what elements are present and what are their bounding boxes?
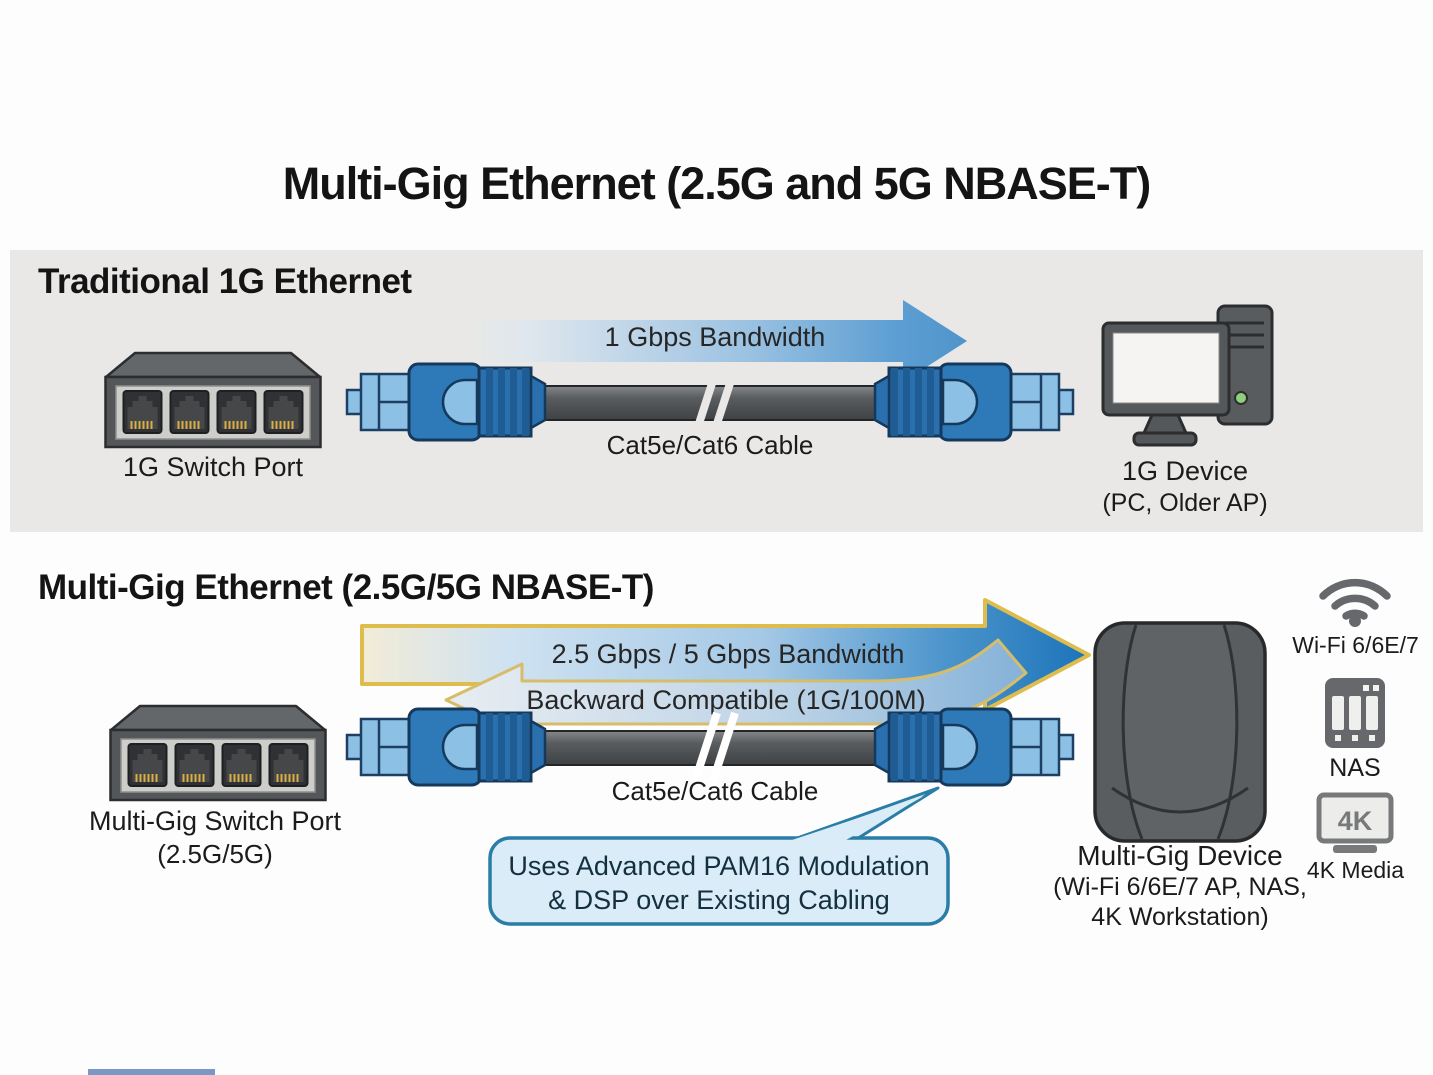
multigig-device-illustration: [1093, 621, 1267, 843]
device-1g-sublabel: (PC, Older AP): [1102, 489, 1268, 517]
multigig-device-label: Multi-Gig Device: [1077, 840, 1283, 871]
callout-line1: Uses Advanced PAM16 Modulation: [508, 851, 929, 881]
bandwidth-arrow-1g: 1 Gbps Bandwidth: [468, 300, 967, 382]
cable-multigig-label: Cat5e/Cat6 Cable: [611, 776, 819, 806]
rj45-connector-right: [873, 362, 1075, 442]
switch-multigig-sublabel: (2.5G/5G): [157, 839, 273, 869]
pam16-callout: Uses Advanced PAM16 Modulation & DSP ove…: [488, 786, 950, 926]
wifi-label: Wi-Fi 6/6E/7: [1292, 632, 1419, 658]
forward-arrow-label: 2.5 Gbps / 5 Gbps Bandwidth: [552, 639, 905, 669]
cable-1g-label: Cat5e/Cat6 Cable: [606, 430, 814, 460]
rj45-connector-left: [345, 362, 547, 442]
multigig-device-sublabel-1: (Wi-Fi 6/6E/7 AP, NAS,: [1053, 873, 1307, 901]
nas-label: NAS: [1329, 754, 1381, 782]
bandwidth-arrow-1g-label: 1 Gbps Bandwidth: [605, 322, 826, 352]
switch-1g-label: 1G Switch Port: [122, 452, 304, 482]
switch-multigig-label: Multi-Gig Switch Port: [88, 806, 342, 836]
4k-monitor-icon: 4K: [1316, 792, 1394, 853]
section2-header: Multi-Gig Ethernet (2.5G/5G NBASE-T): [38, 568, 654, 607]
switch-1g-illustration: [103, 350, 323, 450]
rj45-connector-left: [345, 707, 547, 787]
cable-1g-illustration: [345, 362, 1075, 442]
section1-header: Traditional 1G Ethernet: [38, 262, 412, 301]
pc-illustration: [1101, 304, 1274, 447]
footer-accent-bar: [88, 1069, 215, 1075]
nas-icon: [1325, 678, 1385, 748]
rj45-connector-right: [873, 707, 1075, 787]
switch-multigig-illustration: [108, 703, 328, 803]
multigig-device-sublabel-2: 4K Workstation): [1091, 903, 1269, 931]
power-led: [1234, 391, 1248, 405]
callout-pointer: [784, 786, 940, 844]
multigig-arrows: 2.5 Gbps / 5 Gbps Bandwidth Backward Com…: [360, 598, 1091, 738]
4k-badge: 4K: [1338, 806, 1373, 836]
diagram-title: Multi-Gig Ethernet (2.5G and 5G NBASE-T): [282, 158, 1152, 209]
device-1g-label: 1G Device: [1121, 456, 1249, 486]
callout-line2: & DSP over Existing Cabling: [548, 885, 890, 915]
cable-multigig-illustration: [345, 707, 1075, 787]
wifi-icon: [1319, 578, 1391, 627]
backward-arrow-label: Backward Compatible (1G/100M): [526, 685, 925, 715]
4k-media-label: 4K Media: [1306, 857, 1405, 883]
